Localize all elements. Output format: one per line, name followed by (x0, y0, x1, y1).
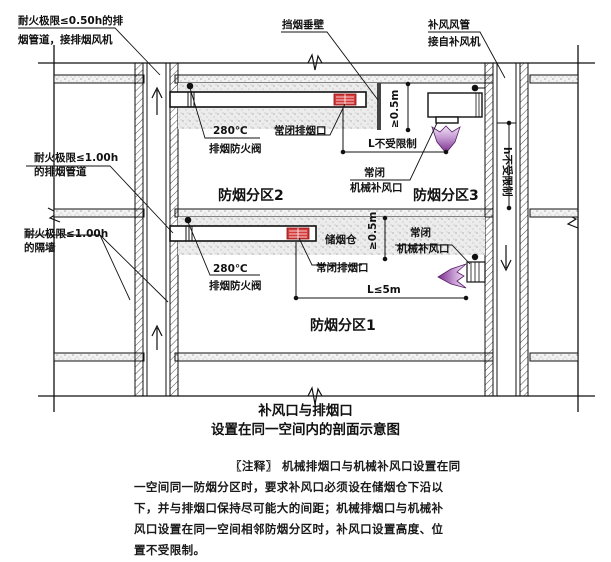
label-height-min-lower: ≥0.5m (367, 212, 379, 250)
label-smoke-outlet-upper: 常闭排烟口 (274, 124, 327, 137)
label-smoke-zone-1: 防烟分区1 (310, 317, 376, 334)
supply-airflow-arrow-icon-upper (431, 125, 461, 154)
label-supply-duct-line2: 接自补风机 (428, 35, 481, 48)
label-supply-duct-line1: 补风风管 (427, 18, 470, 31)
smoke-curtain (377, 83, 381, 130)
label-distance-unlimited: L不受限制 (368, 137, 417, 150)
smoke-exhaust-duct-lower (169, 225, 317, 242)
figure-caption-subtitle: 设置在同一空间内的剖面示意图 (211, 422, 400, 438)
label-damper-name-upper: 排烟防火阀 (209, 142, 262, 155)
note-line: 〖注释〗 机械排烟口与机械补风口设置在同 (230, 459, 461, 473)
downward-flow-arrow-icon (500, 245, 512, 272)
section-diagram: 耐火极限≤0.50h的排 烟管道，接排烟风机 挡烟垂壁 补风风管 接自补风机 耐… (18, 14, 595, 412)
label-smoke-outlet-lower: 常闭排烟口 (316, 261, 369, 274)
figure-caption-title: 补风口与排烟口 (258, 403, 353, 419)
supply-airflow-arrow-icon-lower (437, 263, 467, 289)
label-smoke-zone-3: 防烟分区3 (413, 187, 479, 204)
dimension-lines (293, 81, 516, 301)
smoke-exhaust-duct-upper (169, 91, 367, 108)
label-supply-lower-line2: 机械补风口 (397, 242, 450, 255)
fire-damper-upper (186, 82, 195, 107)
label-h-unlimited: h不受限制 (501, 147, 514, 196)
label-smoke-reservoir: 储烟仓 (325, 233, 357, 246)
label-exhaust-duct-050h-line1: 耐火极限≤0.50h的排 (18, 14, 124, 27)
label-supply-upper-line2: 机械补风口 (350, 181, 403, 194)
label-damper-temp-upper: 280℃ (213, 125, 248, 137)
label-damper-temp-lower: 280℃ (213, 263, 248, 275)
label-partition-100h-line2: 的隔墙 (24, 241, 56, 254)
supply-air-unit-lower (466, 253, 486, 283)
label-exhaust-duct-050h-line2: 烟管道，接排烟风机 (18, 33, 113, 46)
label-exhaust-duct-100h-line1: 耐火极限≤1.00h (34, 151, 118, 164)
annotation-note: 〖注释〗 机械排烟口与机械补风口设置在同 一空间同一防烟分区时，要求补风口必须设… (134, 456, 494, 561)
leader-lines (18, 27, 506, 303)
upward-flow-arrow-icon (151, 86, 163, 350)
note-line: 下，并与排烟口保持尽可能大的间距；机械排烟口与机械补 (134, 501, 444, 515)
label-distance-max-5m: L≤5m (367, 284, 401, 296)
note-line: 置不受限制。 (134, 543, 206, 557)
label-exhaust-duct-100h-line2: 的排烟管道 (34, 165, 87, 178)
label-height-min-upper: ≥0.5m (389, 90, 401, 128)
label-supply-lower-line1: 常闭 (410, 226, 431, 239)
label-damper-name-lower: 排烟防火阀 (209, 279, 262, 292)
label-partition-100h-line1: 耐火极限≤1.00h (24, 227, 108, 240)
label-supply-upper-line1: 常闭 (364, 166, 385, 179)
smoke-outlet-icon-upper (333, 93, 357, 106)
note-line: 一空间同一防烟分区时，要求补风口必须设在储烟仓下沿以 (134, 480, 444, 494)
note-line: 风口设置在同一空间相邻防烟分区时，补风口设置高度、位 (134, 522, 444, 536)
supply-air-unit-upper (427, 84, 485, 124)
label-smoke-zone-2: 防烟分区2 (218, 187, 284, 204)
label-smoke-curtain: 挡烟垂壁 (282, 18, 324, 31)
smoke-outlet-icon-lower (286, 227, 310, 240)
